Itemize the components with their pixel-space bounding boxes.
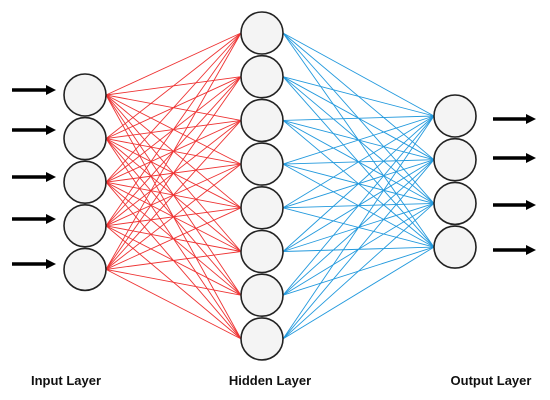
input-arrows [12,85,56,269]
edge-input-5-hidden-2 [105,76,242,270]
output-arrows [493,114,536,255]
edge-hidden-6-output-1 [282,115,435,252]
output-node-3 [433,181,477,226]
edge-hidden-1-output-1 [282,32,435,117]
output-node-2 [433,137,477,182]
edge-hidden-2-output-1 [282,76,435,117]
hidden-node-8 [240,317,284,361]
output-layer-label: Output Layer [450,373,532,388]
edge-input-5-hidden-7 [105,268,242,296]
hidden-node-6 [240,229,284,274]
edge-hidden-3-output-1 [282,115,435,121]
input-node-3 [63,160,107,204]
edge-hidden-5-output-1 [282,115,435,209]
hidden-node-1 [240,11,284,55]
input-node-2 [63,116,107,161]
input-layer-label: Input Layer [30,373,102,388]
input-node-1 [63,73,107,117]
edge-input-5-hidden-8 [105,268,242,340]
edge-input-1-hidden-1 [105,32,242,96]
hidden-layer-label: Hidden Layer [228,373,312,388]
hidden-node-2 [240,54,284,99]
edge-hidden-4-output-1 [282,115,435,165]
edge-input-5-hidden-6 [105,251,242,270]
edge-input-5-hidden-5 [105,207,242,270]
edge-hidden-8-output-3 [282,203,435,340]
edge-hidden-8-output-2 [282,159,435,340]
edge-input-5-hidden-1 [105,32,242,270]
output-node-1 [433,94,477,138]
hidden-node-7 [240,273,284,318]
edge-input-2-hidden-1 [105,32,242,139]
edge-hidden-8-output-1 [282,115,435,340]
input-to-hidden-connections [105,32,242,340]
hidden-node-5 [240,186,284,230]
edge-input-5-hidden-3 [105,120,242,270]
edge-input-4-hidden-1 [105,32,242,227]
edge-input-3-hidden-1 [105,32,242,183]
edge-hidden-8-output-4 [282,246,435,340]
hidden-node-4 [240,142,284,186]
hidden-to-output-connections [282,32,435,340]
input-node-4 [63,204,107,248]
hidden-node-3 [240,98,284,143]
input-node-5 [63,247,107,292]
edge-input-5-hidden-4 [105,163,242,270]
output-node-4 [433,225,477,269]
network-nodes [63,11,477,361]
edge-hidden-7-output-1 [282,115,435,296]
